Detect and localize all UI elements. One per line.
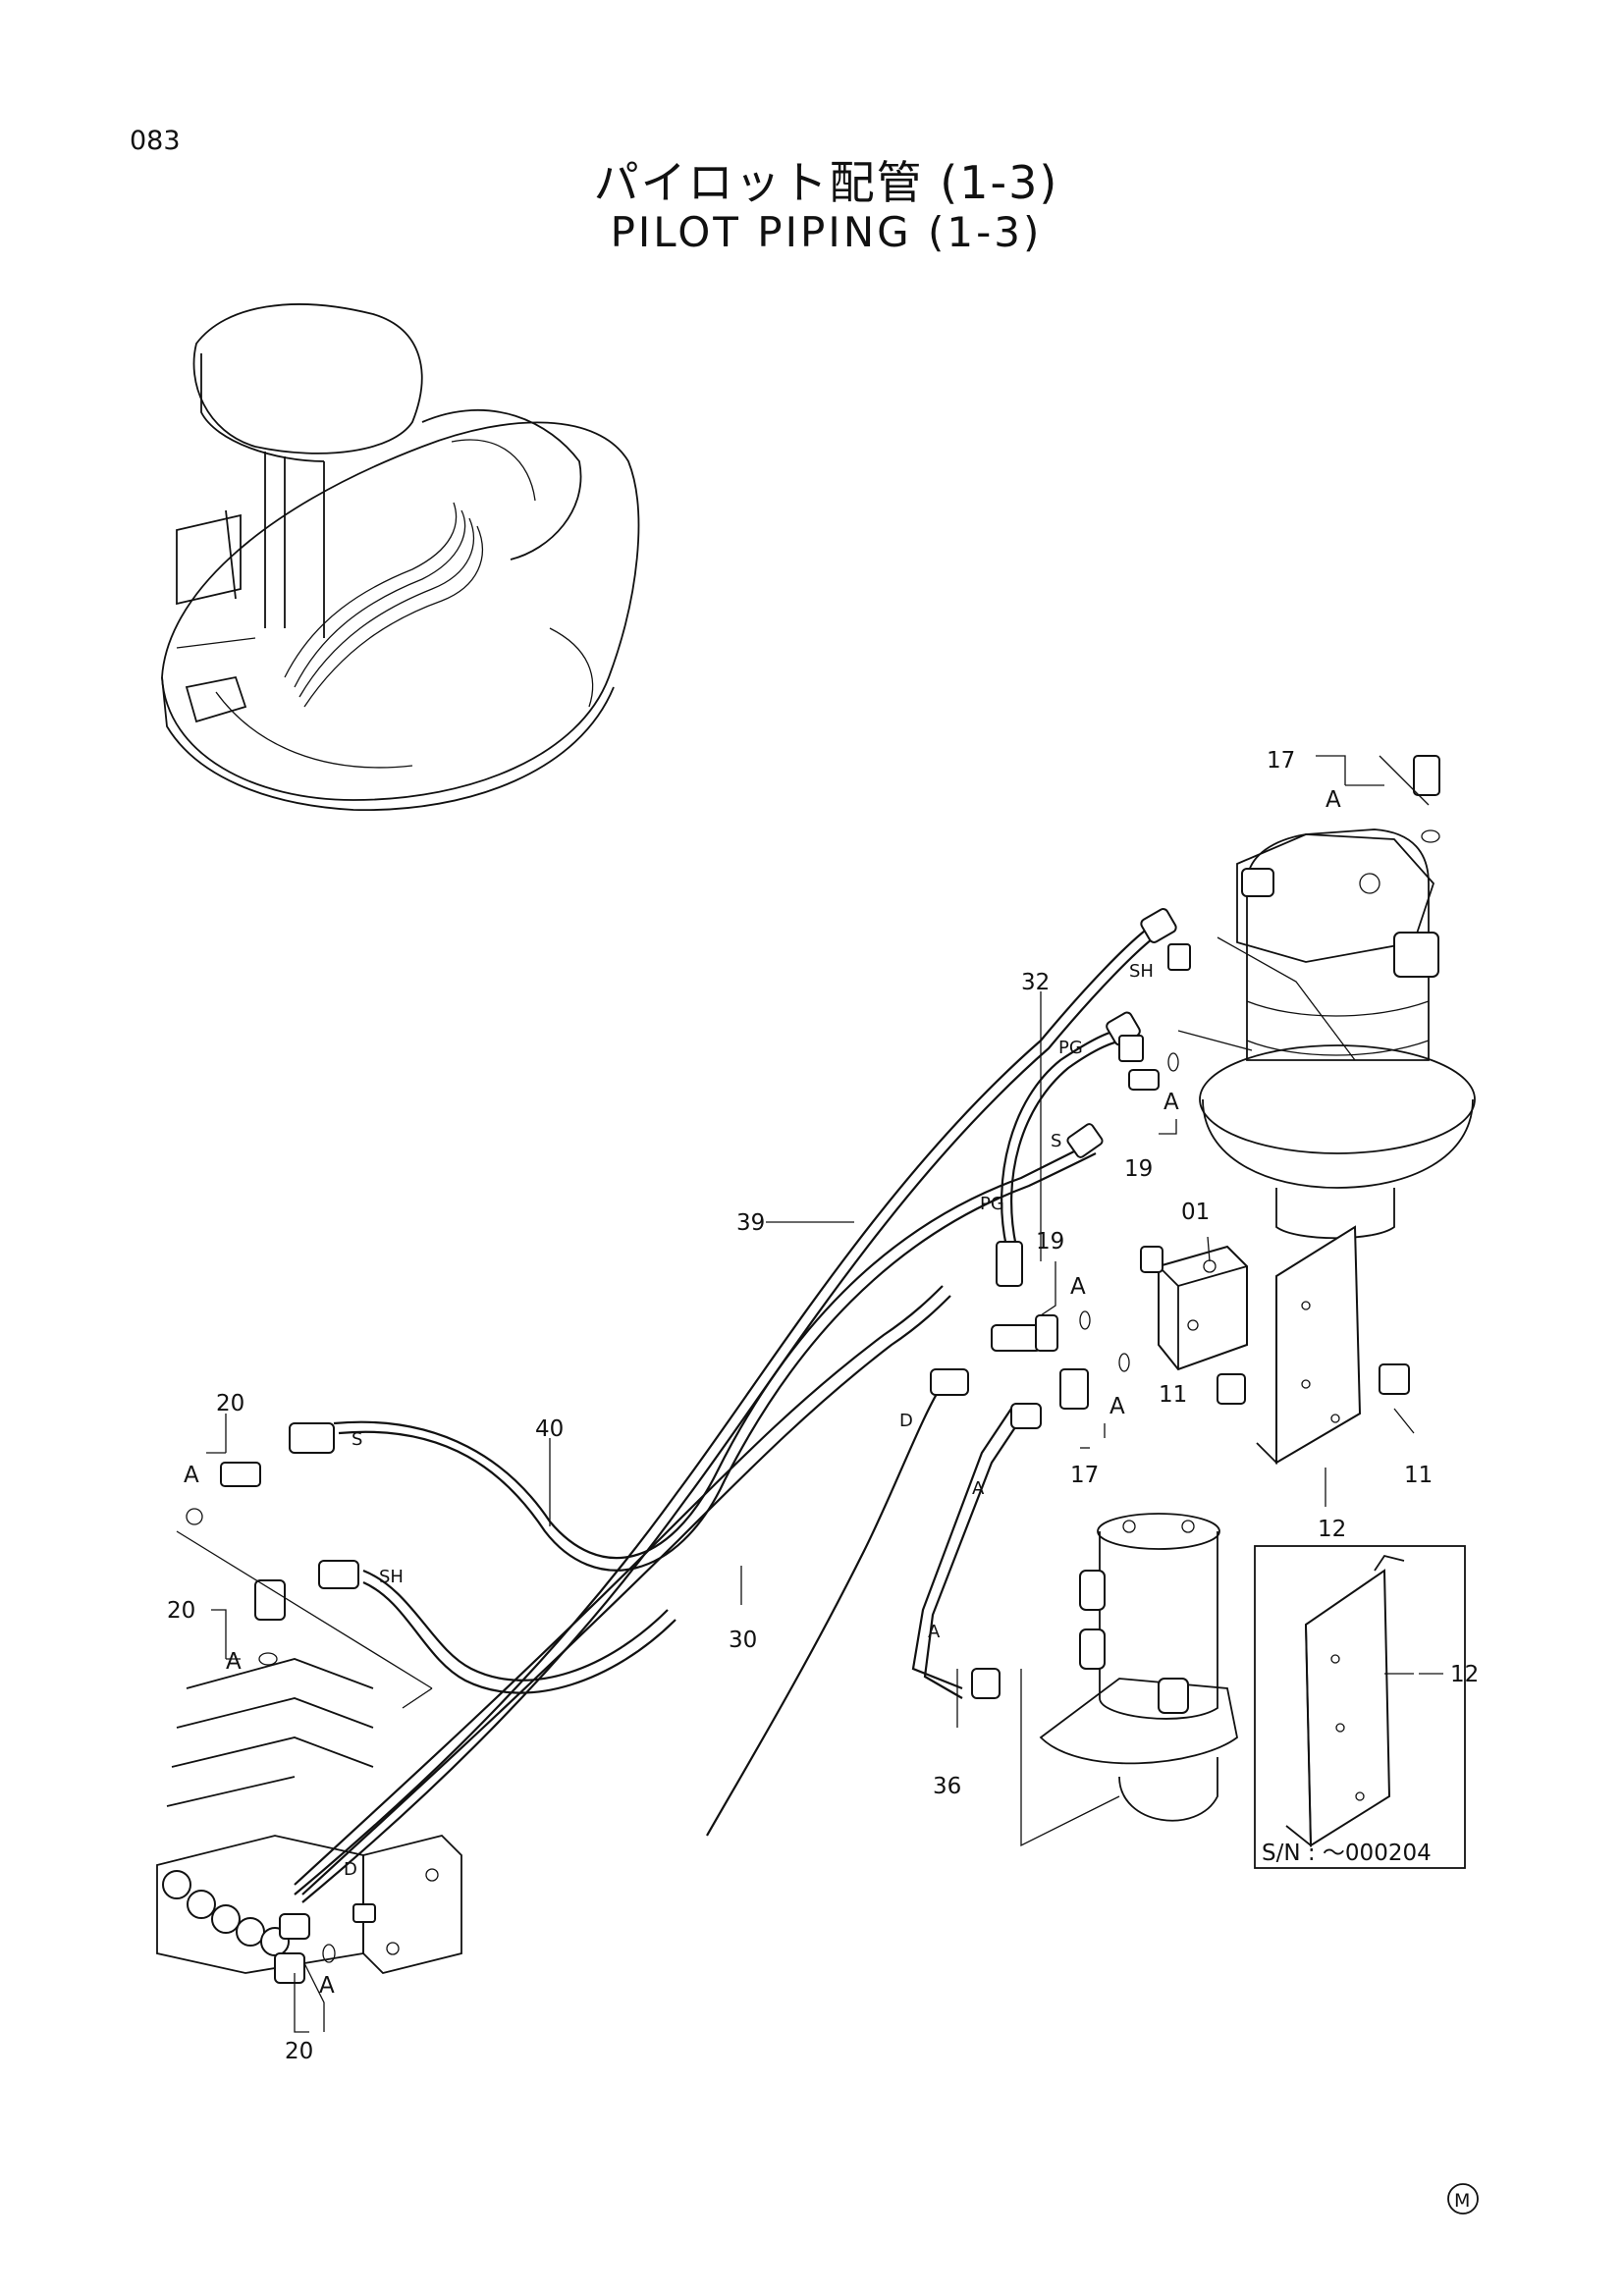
port-label-sh-left: SH [379, 1567, 404, 1587]
hose-32 [1001, 1029, 1126, 1248]
callout-39: 39 [736, 1210, 765, 1236]
port-label-sh-top: SH [1129, 961, 1154, 982]
callout-12: 12 [1318, 1517, 1346, 1542]
detail-inset [1254, 1545, 1466, 1869]
ref-a-valve-low: A [1109, 1394, 1125, 1419]
ref-a-left-top: A [184, 1463, 199, 1488]
port-label-pg-low: PG [980, 1194, 1004, 1214]
callout-12-inset: 12 [1450, 1662, 1479, 1687]
port-labels: SH PG PG S D S SH D [344, 961, 1154, 1880]
corner-mark-letter: M [1454, 2190, 1470, 2212]
ref-a-left-mid: A [226, 1649, 242, 1675]
callout-36: 36 [933, 1774, 961, 1799]
reference-marks: A A A A A A A A A A [184, 787, 1341, 1999]
pipe-36 [911, 1408, 1022, 1699]
center-joint [1039, 1513, 1238, 1822]
callout-17-top: 17 [1267, 748, 1295, 774]
port-label-s-left: S [352, 1429, 362, 1450]
title-english: PILOT PIPING (1-3) [610, 208, 1043, 256]
callout-30: 30 [729, 1628, 757, 1653]
hose-40 [333, 1143, 1097, 1572]
ref-a-pipe-lower: A [928, 1622, 941, 1642]
machine-overview-illustration [161, 303, 640, 811]
port-label-pg-top: PG [1058, 1038, 1083, 1058]
corner-mark: M [1447, 2183, 1479, 2215]
callout-labels: 01 11 11 12 12 17 17 19 19 20 20 20 30 3… [167, 748, 1479, 2064]
callout-11-left: 11 [1159, 1382, 1187, 1408]
hose-d-mid [706, 1383, 944, 1837]
callout-20-mid: 20 [167, 1598, 195, 1624]
swing-motor [1199, 828, 1476, 1240]
callout-01: 01 [1181, 1200, 1210, 1225]
ref-a-bottom: A [319, 1973, 335, 1999]
callout-19-top: 19 [1124, 1156, 1153, 1182]
title-japanese: パイロット配管 (1-3) [593, 156, 1059, 209]
serial-number-note: S/N : ～000204 [1262, 1841, 1432, 1866]
callout-20-bottom: 20 [285, 2039, 313, 2064]
control-valve [156, 1658, 462, 1974]
ref-a-pipe-upper: A [972, 1478, 985, 1499]
port-label-d-mid: D [899, 1411, 913, 1431]
ref-a-swing-side: A [1163, 1090, 1179, 1115]
ref-a-valve-top: A [1070, 1274, 1086, 1300]
leader-lines [176, 755, 1443, 2033]
callout-17-mid: 17 [1070, 1463, 1099, 1488]
ref-a-swing-top: A [1325, 787, 1341, 813]
hose-sh-left [362, 1569, 676, 1694]
fittings [220, 755, 1440, 1984]
valve-block-01 [1140, 1245, 1248, 1371]
port-label-d-bottom: D [344, 1859, 357, 1880]
callout-11-right: 11 [1404, 1463, 1433, 1488]
o-rings [186, 829, 1440, 1963]
port-label-s-top: S [1051, 1131, 1061, 1151]
callout-20-top: 20 [216, 1391, 244, 1416]
callout-40: 40 [535, 1416, 564, 1442]
callout-19-mid: 19 [1036, 1229, 1064, 1255]
hose-30 [294, 1285, 951, 1896]
bracket-12 [1256, 1225, 1362, 1466]
page-number: 083 [130, 126, 181, 156]
callout-32: 32 [1021, 970, 1050, 995]
